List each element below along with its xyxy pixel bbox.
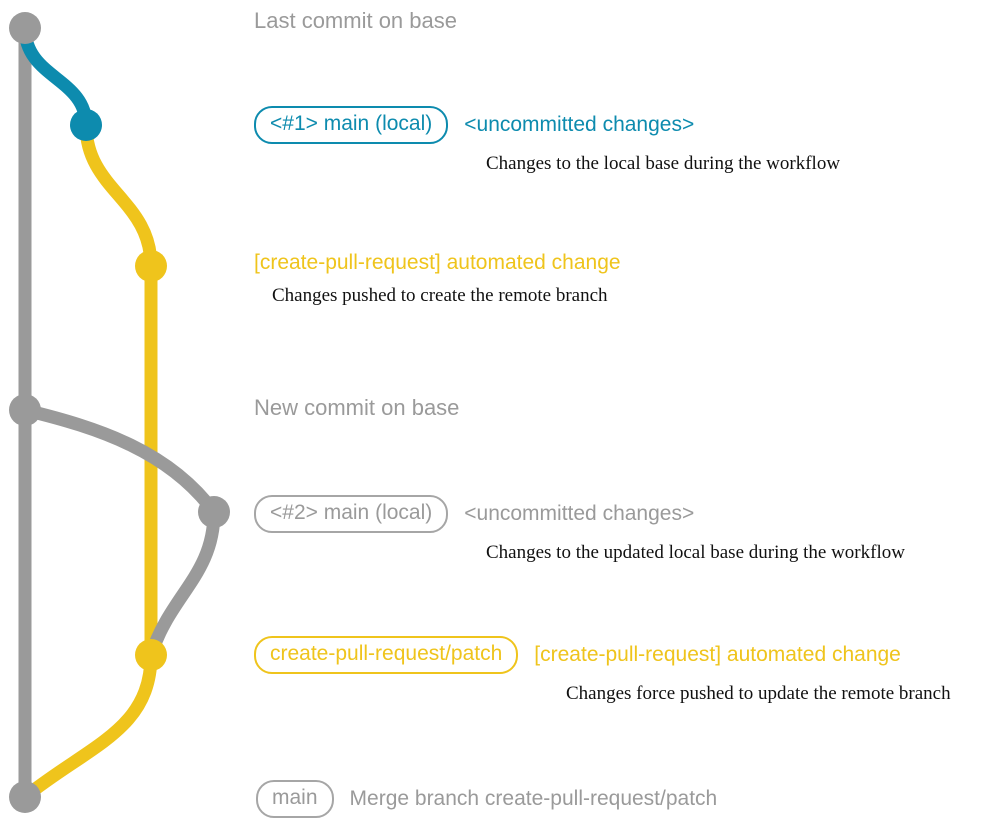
commit-message-patch-1: [create-pull-request] automated change — [254, 251, 621, 274]
new-commit-label: New commit on base — [254, 395, 460, 420]
commit-message-merge: Merge branch create-pull-request/patch — [349, 787, 718, 810]
branch-chip-main[interactable]: main — [256, 780, 334, 818]
commit-message-local-2: <uncommitted changes> — [464, 502, 695, 525]
edge-base-to-local1 — [18, 21, 93, 132]
commit-description-local-2: Changes to the updated local base during… — [486, 542, 905, 563]
branch-chip-local-2[interactable]: <#2> main (local) — [254, 495, 449, 533]
row-new-commit: New commit on base — [254, 395, 459, 421]
commit-description-local-1: Changes to the local base during the wor… — [486, 153, 841, 174]
row-merge: main Merge branch create-pull-request/pa… — [256, 780, 717, 818]
commit-description-patch-2: Changes force pushed to update the remot… — [566, 683, 951, 704]
commit-message-patch-2: [create-pull-request] automated change — [534, 643, 901, 666]
commit-description-patch-1: Changes pushed to create the remote bran… — [272, 285, 608, 306]
node-patch-1 — [135, 250, 167, 282]
row-local-2: <#2> main (local) <uncommitted changes> … — [254, 495, 905, 565]
node-patch-2 — [135, 639, 167, 671]
node-base-top — [9, 12, 41, 44]
commit-message-local-1: <uncommitted changes> — [464, 113, 695, 136]
branch-chip-patch-2[interactable]: create-pull-request/patch — [254, 636, 519, 674]
node-base-merge — [9, 781, 41, 813]
node-local-2 — [198, 496, 230, 528]
edge-local2-to-patch2 — [144, 505, 221, 662]
row-patch-1: [create-pull-request] automated change C… — [254, 250, 621, 308]
row-last-commit: Last commit on base — [254, 8, 457, 34]
node-local-1 — [70, 109, 102, 141]
node-base-new — [9, 394, 41, 426]
edge-patch2-to-merge — [18, 648, 158, 804]
row-local-1: <#1> main (local) <uncommitted changes> … — [254, 106, 840, 176]
commit-nodes — [9, 12, 230, 813]
edge-local1-to-patch1 — [79, 118, 158, 273]
branch-chip-local-1[interactable]: <#1> main (local) — [254, 106, 449, 144]
row-patch-2: create-pull-request/patch [create-pull-r… — [254, 636, 951, 706]
last-commit-label: Last commit on base — [254, 8, 457, 33]
edge-base-to-local2 — [18, 403, 221, 519]
